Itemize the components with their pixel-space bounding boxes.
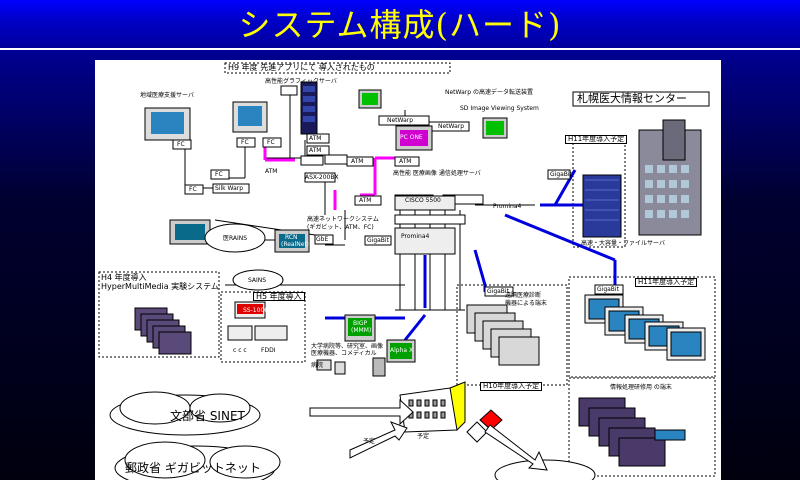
sinet-label: 文部省 SINET — [170, 409, 245, 423]
h4-region — [98, 271, 220, 358]
hs-network-label: 高速ネットワークシステム — [307, 216, 379, 223]
postal-label: 郵政省 ギガビットネット — [125, 461, 261, 475]
sd-image-label: SD Image Viewing System — [460, 105, 539, 112]
clinic-label: 病院 — [311, 362, 324, 369]
title-divider — [0, 48, 800, 50]
hp-medical-server-label: 高性能 医療画像 通信処理サーバ — [393, 170, 481, 177]
fc-3: FC — [267, 139, 275, 146]
asx-label: ASX-200BX — [305, 174, 339, 181]
fc-4: FC — [215, 171, 223, 178]
file-server-label: 高速・大容量・ファイルサーバ — [581, 240, 665, 247]
diagram-graphics — [98, 62, 716, 480]
sapporo-title: 札幌医大情報センター — [577, 92, 687, 105]
h9-banner: H9 年度 先進アプリにて 導入されたもの — [228, 63, 375, 72]
h10-plan-label: H10年度導入予定 — [480, 382, 543, 391]
mobile-region — [568, 377, 716, 477]
remote-medicine: 遠隔医療診断 — [505, 292, 542, 299]
rcn-sub: (RealNet) — [281, 241, 310, 248]
promina-1: Promina4 — [493, 203, 522, 210]
h4-label: H4 年度導入 — [101, 273, 147, 282]
h5-label: H5 年度導入 — [253, 292, 305, 301]
gbe-label: GbE — [316, 236, 329, 243]
atm-4: ATM — [399, 158, 412, 165]
alpha-x-label: Alpha X — [390, 347, 414, 354]
flow-text: 大学病院等、研究室、画像 医療機器、コメディカル — [311, 343, 384, 357]
hs-network-sub: (ギガビット、ATM、FC) — [307, 224, 374, 231]
atm-3: ATM — [351, 158, 364, 165]
plan-a-label: 予定 — [363, 438, 376, 445]
remote-medicine-2: 機器による端末 — [505, 300, 547, 307]
fc-5: FC — [189, 186, 197, 193]
sains-label: SAINS — [248, 277, 267, 284]
silk-warp-label: Silk Warp — [215, 185, 244, 192]
gigabit-3: GigaBit — [487, 288, 509, 295]
h9-region — [224, 62, 451, 74]
promina-2: Promina4 — [401, 233, 430, 240]
fc-2: FC — [241, 139, 249, 146]
atm-6: ATM — [359, 197, 372, 204]
h5-server-label: SS-1000 — [243, 307, 269, 314]
atm-1: ATM — [309, 135, 322, 142]
netwarp-1: NetWarp — [387, 117, 414, 124]
cisco-label: CISCO 5500 — [405, 197, 441, 204]
h4-sub: HyperMultiMedia 実験システム — [101, 282, 219, 291]
fc-1: FC — [177, 141, 185, 148]
atm-5: ATM — [265, 168, 278, 175]
fddi-label: FDDI — [261, 347, 276, 354]
h11-right-region — [568, 276, 716, 378]
h11-plan-top-label: H11年度導入予定 — [565, 135, 628, 144]
monitors — [144, 89, 508, 363]
regional-medical-label: 地域医療支援サーバ — [140, 92, 194, 99]
pc-one-label: PC ONE — [400, 134, 423, 141]
netwarp-sensor-label: NetWarp の高速データ転送装置 — [445, 89, 533, 96]
netwarp-2: NetWarp — [438, 123, 465, 130]
gigabit-1: GigaBit — [550, 171, 572, 178]
med-rains-label: 医RAINS — [223, 235, 248, 242]
gigabit-4: GigaBit — [597, 286, 619, 293]
system-diagram: H9 年度 先進アプリにて 導入されたもの 地域医療支援サーバ 高性能グラフィッ… — [95, 60, 721, 480]
hp-graphics-label: 高性能グラフィックサーバ — [265, 78, 337, 85]
rcn-label: RCN — [285, 234, 298, 241]
plan-b-label: 予定 — [417, 433, 430, 440]
atm-2: ATM — [309, 147, 322, 154]
bigp-sub: (MMM) — [351, 327, 372, 334]
h11-plan-right-label: H11年度導入予定 — [635, 278, 698, 287]
mobile-terminals-label: 情報処理研修用 の端末 — [610, 384, 672, 391]
gigabit-2: GigaBit — [367, 237, 389, 244]
cc-label: c c c — [233, 347, 247, 354]
bigp-label: BIGP — [353, 320, 368, 327]
page-title: システム構成(ハード) — [238, 6, 562, 44]
